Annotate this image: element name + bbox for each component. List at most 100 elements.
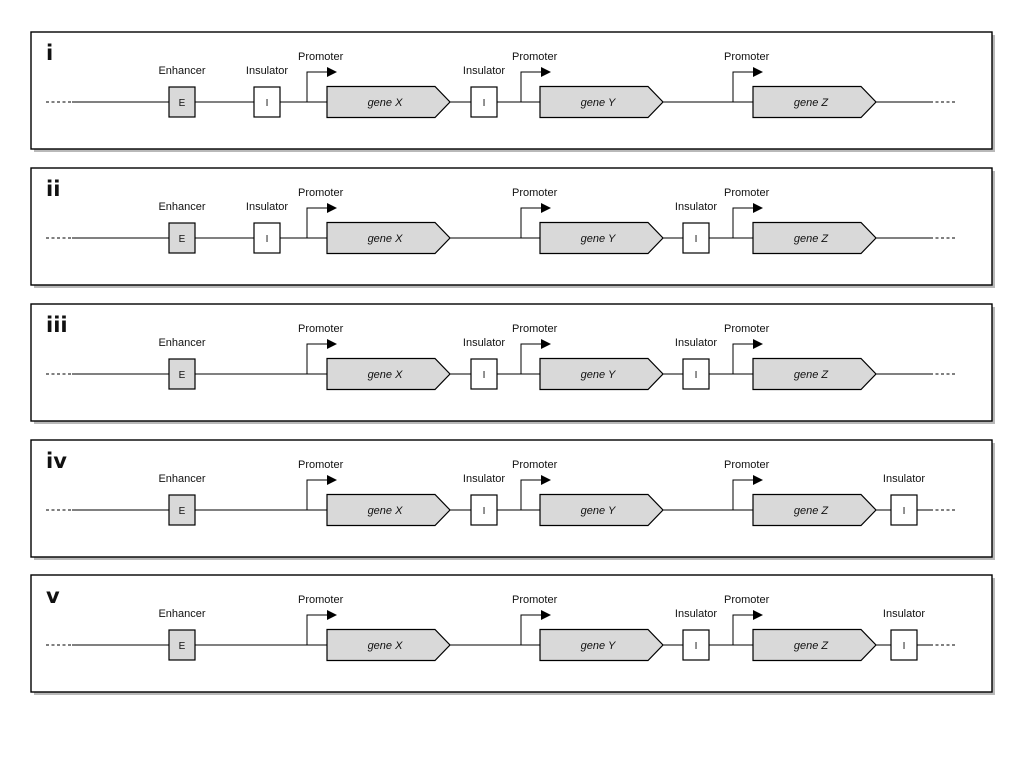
gene-label: gene Y [581, 640, 616, 652]
gene-label: gene X [368, 369, 404, 381]
insulator-box [253, 86, 281, 118]
panel-numeral: iv [46, 449, 67, 473]
insulator-box [682, 222, 710, 254]
promoter-arrow-icon [306, 71, 327, 102]
insulator-label: Insulator [463, 337, 506, 349]
promoter-arrow-icon [732, 71, 753, 102]
promoter-2: Promoter [512, 51, 558, 102]
promoter-1: Promoter [298, 594, 344, 645]
gene-arrow [539, 628, 664, 662]
gene-arrow [326, 85, 451, 119]
gene-arrow [326, 357, 451, 391]
insulator-label: Insulator [463, 473, 506, 485]
gene-arrow [752, 357, 877, 391]
enhancer-box-letter: E [179, 98, 186, 109]
gene-arrow [326, 221, 451, 255]
promoter-arrow-icon [520, 207, 541, 238]
panel-numeral: v [46, 584, 60, 608]
promoter-arrow-icon [520, 479, 541, 510]
insulator-box [682, 629, 710, 661]
gene-1: gene X [326, 628, 451, 662]
enhancer-box-letter: E [179, 234, 186, 245]
panel-numeral: i [46, 41, 53, 65]
gene-label: gene Y [581, 97, 616, 109]
promoter-1: Promoter [298, 187, 344, 238]
promoter-arrow-icon [306, 614, 327, 645]
promoter-label: Promoter [724, 187, 770, 199]
gene-arrow [326, 493, 451, 527]
insulator-label: Insulator [463, 65, 506, 77]
arrowhead-icon [541, 610, 551, 620]
promoter-label: Promoter [298, 459, 344, 471]
promoter-label: Promoter [724, 51, 770, 63]
promoter-label: Promoter [724, 323, 770, 335]
gene-arrow [752, 221, 877, 255]
gene-3: gene Z [752, 357, 877, 391]
insulator-box [470, 358, 498, 390]
insulator-label: Insulator [675, 201, 718, 213]
enhancer-box [168, 86, 196, 118]
promoter-label: Promoter [724, 594, 770, 606]
gene-label: gene Z [794, 369, 830, 381]
gene-arrow [539, 357, 664, 391]
insulator-box [890, 494, 918, 526]
insulator-box-letter: I [483, 98, 486, 109]
gene-2: gene Y [539, 221, 664, 255]
promoter-label: Promoter [512, 323, 558, 335]
insulator-box-letter: I [695, 234, 698, 245]
enhancer-label: Enhancer [158, 608, 205, 620]
gene-label: gene Y [581, 233, 616, 245]
enhancer-box-letter: E [179, 641, 186, 652]
promoter-arrow-icon [520, 614, 541, 645]
promoter-2: Promoter [512, 594, 558, 645]
insulator-box [253, 222, 281, 254]
insulator-label: Insulator [883, 473, 926, 485]
promoter-arrow-icon [306, 343, 327, 374]
insulator-box [470, 494, 498, 526]
insulator-box-letter: I [266, 98, 269, 109]
gene-label: gene Z [794, 505, 830, 517]
promoter-label: Promoter [298, 594, 344, 606]
promoter-label: Promoter [512, 51, 558, 63]
gene-3: gene Z [752, 628, 877, 662]
insulator-box [890, 629, 918, 661]
panel-iii: iiiEnhancerEInsulatorIInsulatorIPromoter… [30, 303, 995, 424]
gene-label: gene Y [581, 505, 616, 517]
promoter-label: Promoter [512, 187, 558, 199]
gene-2: gene Y [539, 493, 664, 527]
promoter-3: Promoter [724, 594, 770, 645]
enhancer-label: Enhancer [158, 65, 205, 77]
gene-arrow [752, 628, 877, 662]
insulator-box-letter: I [903, 641, 906, 652]
enhancer-box [168, 629, 196, 661]
gene-1: gene X [326, 221, 451, 255]
insulator-box-letter: I [483, 370, 486, 381]
promoter-arrow-icon [732, 343, 753, 374]
arrowhead-icon [327, 67, 337, 77]
promoter-label: Promoter [298, 51, 344, 63]
gene-2: gene Y [539, 85, 664, 119]
insulator-box-letter: I [695, 370, 698, 381]
gene-arrow [752, 493, 877, 527]
enhancer-label: Enhancer [158, 337, 205, 349]
promoter-arrow-icon [520, 71, 541, 102]
insulator-label: Insulator [246, 201, 289, 213]
promoter-arrow-icon [306, 207, 327, 238]
gene-3: gene Z [752, 85, 877, 119]
arrowhead-icon [327, 339, 337, 349]
gene-1: gene X [326, 357, 451, 391]
arrowhead-icon [327, 610, 337, 620]
